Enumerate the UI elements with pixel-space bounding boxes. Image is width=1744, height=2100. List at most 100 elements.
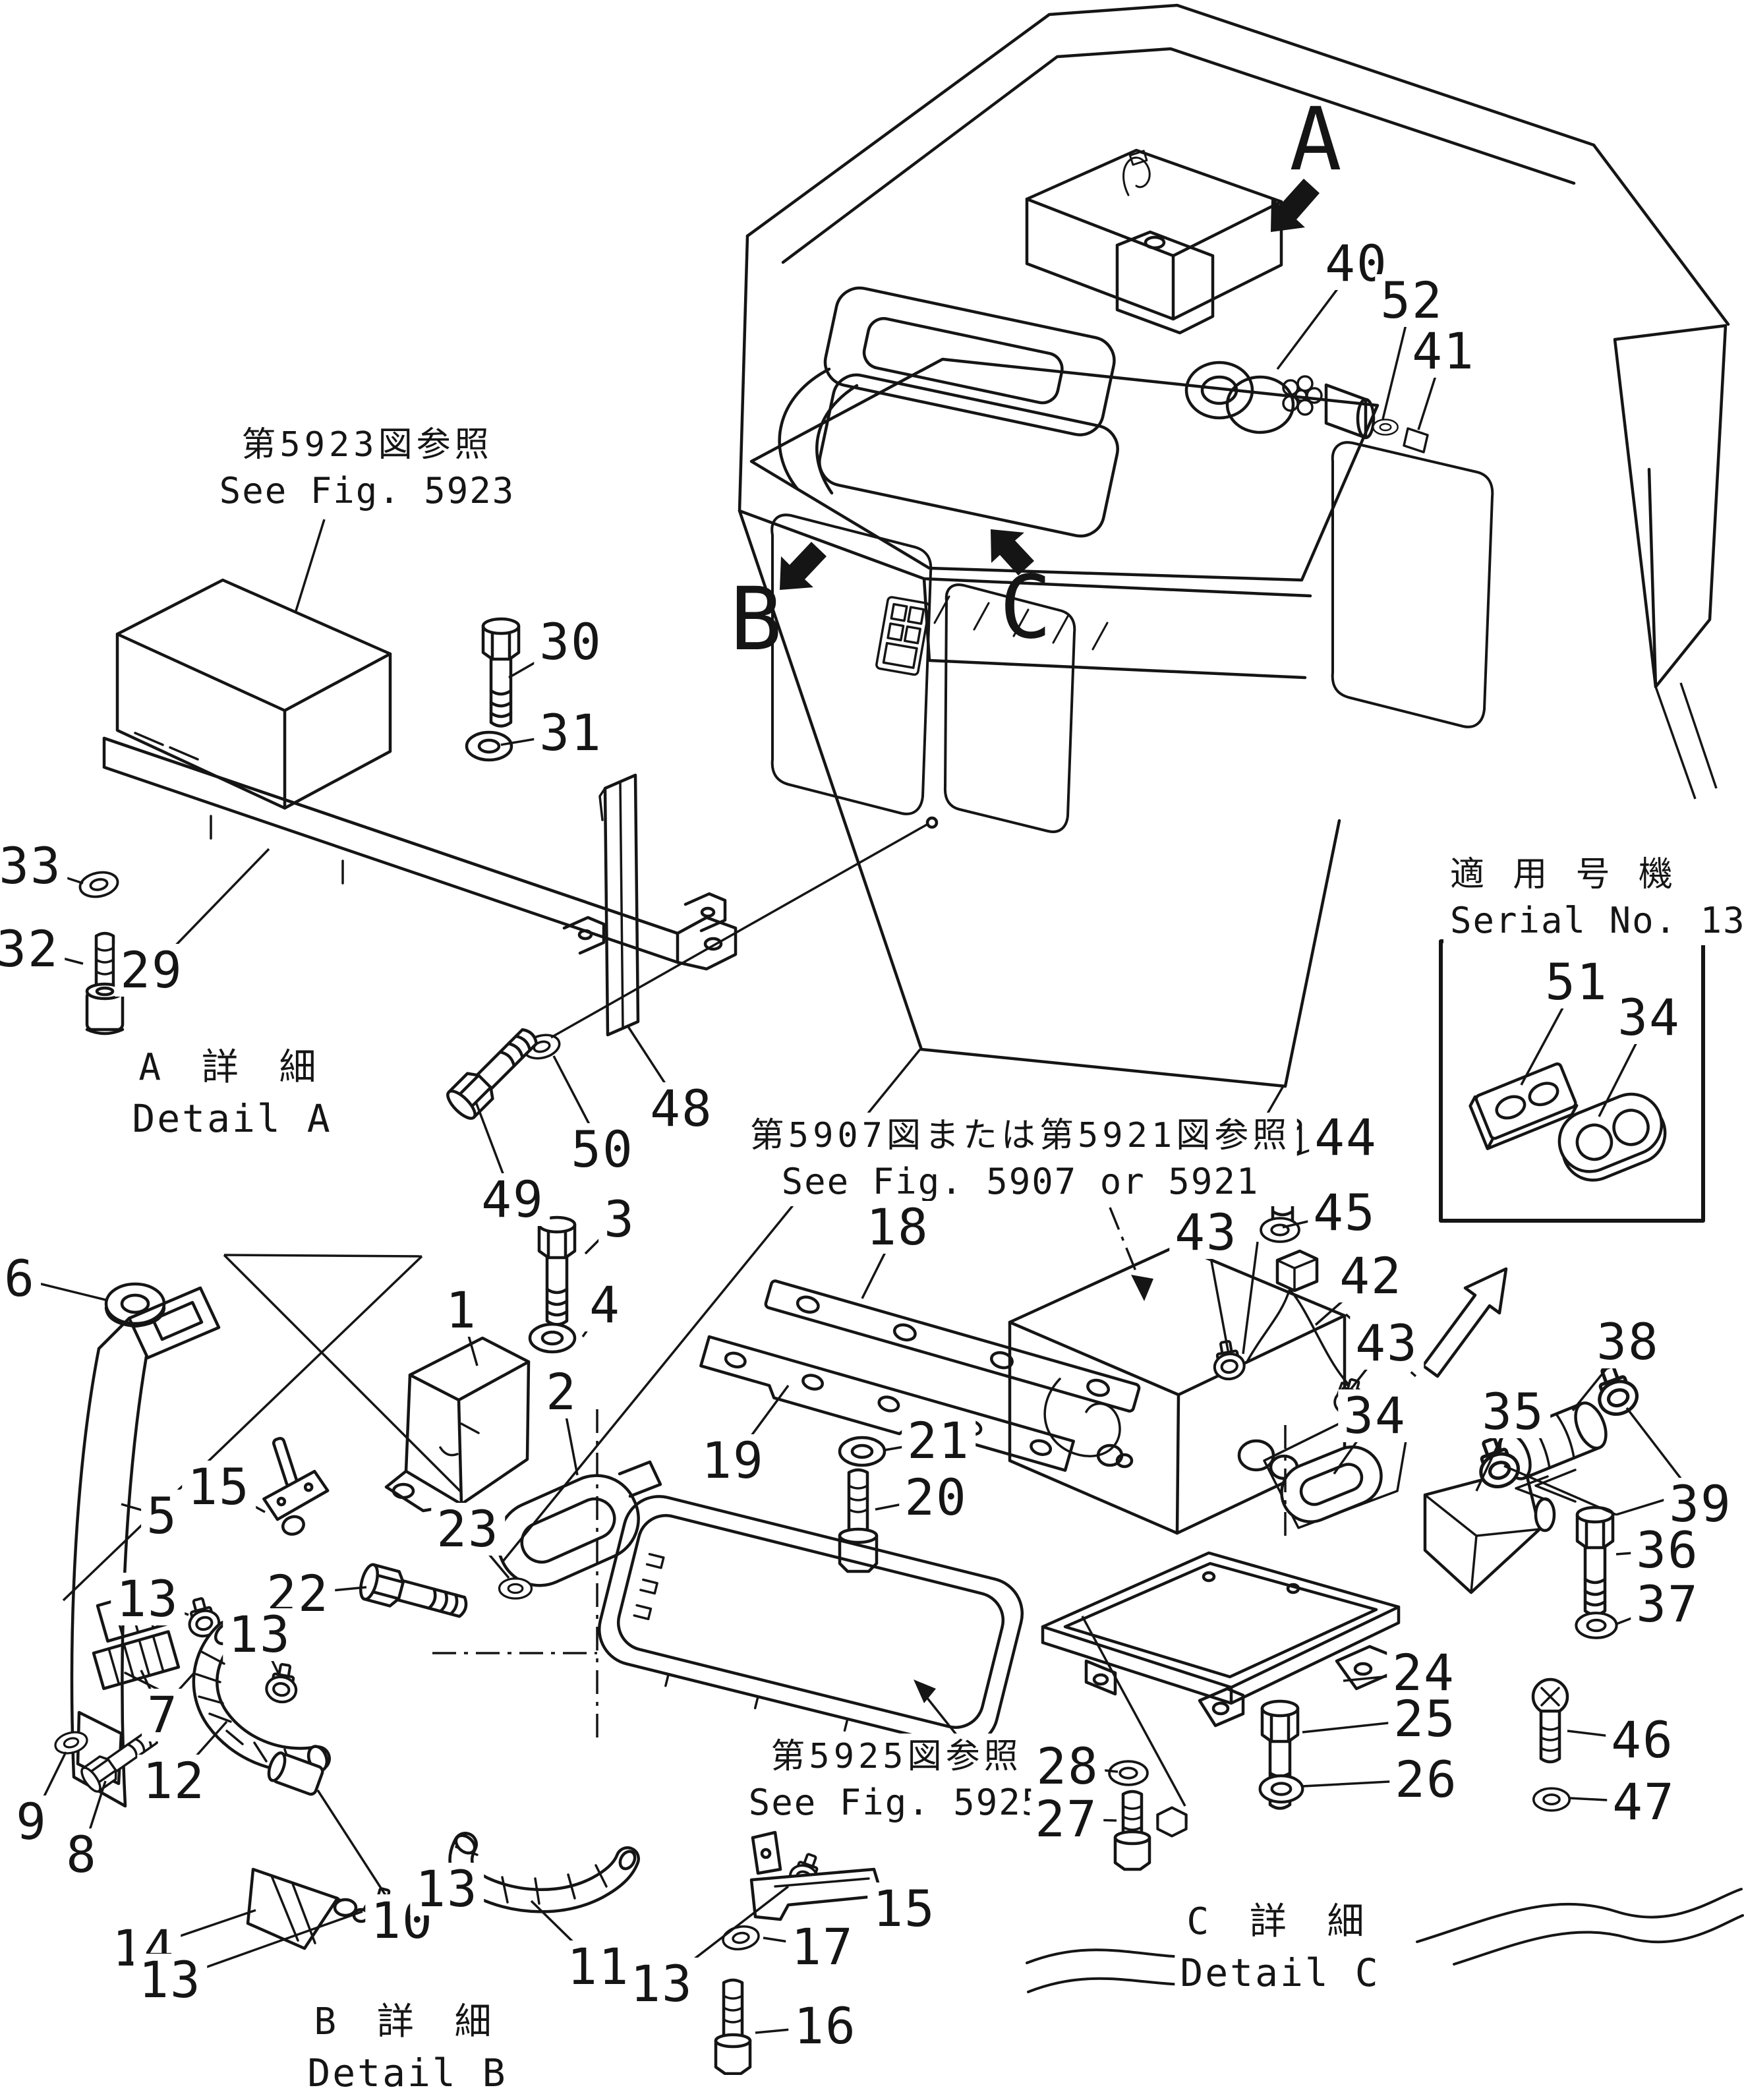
part-label-6: 6: [0, 1252, 41, 1305]
bolt-32: [85, 931, 125, 1035]
part-label-51: 51: [1540, 956, 1613, 1008]
front-window: [943, 583, 1076, 833]
leader-line: [62, 1255, 423, 1602]
part-label-5: 5: [141, 1490, 183, 1542]
leader-line: [294, 519, 326, 614]
part-label-33: 33: [0, 840, 67, 892]
part-label-16: 16: [788, 2000, 862, 2053]
leader-line: [223, 1254, 422, 1258]
view-letter-a: A: [1289, 89, 1342, 190]
part-label-21: 21: [902, 1415, 975, 1467]
part-label-37: 37: [1631, 1578, 1704, 1631]
detail-en: Detail A: [132, 1095, 332, 1141]
part-label-25: 25: [1388, 1693, 1462, 1745]
part-label-28: 28: [1031, 1740, 1105, 1793]
door-window: [770, 513, 933, 815]
part-label-4: 4: [584, 1279, 626, 1331]
channel-48: [603, 773, 640, 1037]
note-jp: 第5907図または第5921図参照: [749, 1116, 1291, 1155]
leader-line: [550, 823, 929, 1039]
part-label-35: 35: [1476, 1385, 1550, 1438]
fan: [1282, 375, 1323, 416]
part-label-32: 32: [0, 923, 65, 976]
duct-5: [70, 1347, 148, 1808]
part-label-26: 26: [1389, 1753, 1463, 1806]
tray-5925: [597, 1495, 1024, 1748]
leader-line: [1679, 682, 1718, 789]
leader-line: [1081, 1616, 1186, 1807]
part-label-36: 36: [1631, 1524, 1704, 1577]
grommet-34-inset: [1557, 1092, 1667, 1182]
part-label-47: 47: [1607, 1776, 1681, 1828]
detail-a-parts: [76, 578, 738, 1123]
fig5925-arrowhead-icon: [914, 1679, 936, 1703]
bolt-46: [1531, 1677, 1569, 1764]
gasket-2: [496, 1474, 640, 1587]
blower-motor: [1184, 361, 1254, 420]
note-see-fig-5907: 第5907図または第5921図参照 See Fig. 5907 or 5921: [743, 1113, 1298, 1206]
part-label-29: 29: [115, 944, 189, 997]
note-see-fig-5923: 第5923図参照 See Fig. 5923: [212, 422, 522, 515]
bolt-27: [1113, 1790, 1151, 1871]
serial-inset: [1421, 939, 1705, 1378]
fig5907-arrowhead-icon: [1131, 1275, 1153, 1301]
part-label-34: 34: [1338, 1389, 1412, 1442]
part-label-9: 9: [11, 1795, 53, 1848]
detail-b-parts: [51, 1217, 1141, 2075]
part-label-39: 39: [1664, 1478, 1737, 1531]
bracket-15: [262, 1436, 330, 1536]
part-label-42: 42: [1334, 1250, 1408, 1302]
right-window: [1331, 441, 1494, 728]
view-letter-b: B: [730, 569, 782, 670]
part-label-15: 15: [182, 1461, 256, 1513]
leader-line: [1109, 1207, 1146, 1293]
part-label-7: 7: [142, 1689, 184, 1741]
part-label-23: 23: [431, 1503, 505, 1556]
leader-line: [1242, 1241, 1259, 1355]
part-label-41: 41: [1407, 325, 1480, 378]
part-label-17: 17: [786, 1921, 859, 1973]
detail-en: Detail C: [1180, 1950, 1380, 1995]
duct-flange: [127, 1286, 221, 1360]
part-label-45: 45: [1308, 1186, 1381, 1239]
part-label-13: 13: [625, 1958, 699, 2010]
mount-hole: [925, 816, 939, 829]
part-label-20: 20: [899, 1471, 973, 1524]
clip-41: [1403, 427, 1429, 453]
part-label-13: 13: [111, 1573, 185, 1625]
heater-unit: [818, 286, 1119, 538]
detail-jp: B 詳 細: [314, 2000, 501, 2043]
part-label-44: 44: [1309, 1111, 1383, 1164]
part-label-13: 13: [410, 1863, 484, 1915]
detail-c-label: C 詳 細 Detail C: [1175, 1896, 1385, 2000]
duct-group: [70, 1282, 221, 1808]
part-label-46: 46: [1606, 1714, 1679, 1766]
note-jp: 第5923図参照: [241, 425, 493, 465]
arrow-a-icon: [1271, 179, 1320, 232]
part-label-8: 8: [61, 1828, 103, 1881]
view-letter-c: C: [999, 557, 1052, 658]
duct-pipe: [778, 367, 831, 491]
part-label-10: 10: [365, 1894, 439, 1947]
louver-7b: [92, 1630, 181, 1691]
part-label-43: 43: [1169, 1206, 1243, 1259]
part-label-27: 27: [1030, 1793, 1103, 1846]
arrow-b-icon: [780, 542, 827, 590]
note-en: See Fig. 5925: [748, 1781, 1045, 1823]
plate-51: [1468, 1062, 1579, 1150]
detail-en: Detail B: [307, 2050, 508, 2095]
detail-jp: A 詳 細: [138, 1046, 326, 1089]
part-label-15: 15: [867, 1882, 941, 1935]
open-arrow: [1421, 1267, 1508, 1378]
part-label-13: 13: [133, 1954, 207, 2006]
leader-line: [1654, 686, 1697, 800]
part-label-24: 24: [1387, 1647, 1461, 1699]
part-label-31: 31: [534, 707, 608, 759]
note-en: Serial No. 13039~: [1450, 899, 1744, 941]
part-label-3: 3: [598, 1193, 641, 1246]
leader-line: [1503, 1465, 1617, 1516]
arrow-c-icon: [991, 529, 1034, 575]
strip-18: [764, 1279, 1141, 1413]
